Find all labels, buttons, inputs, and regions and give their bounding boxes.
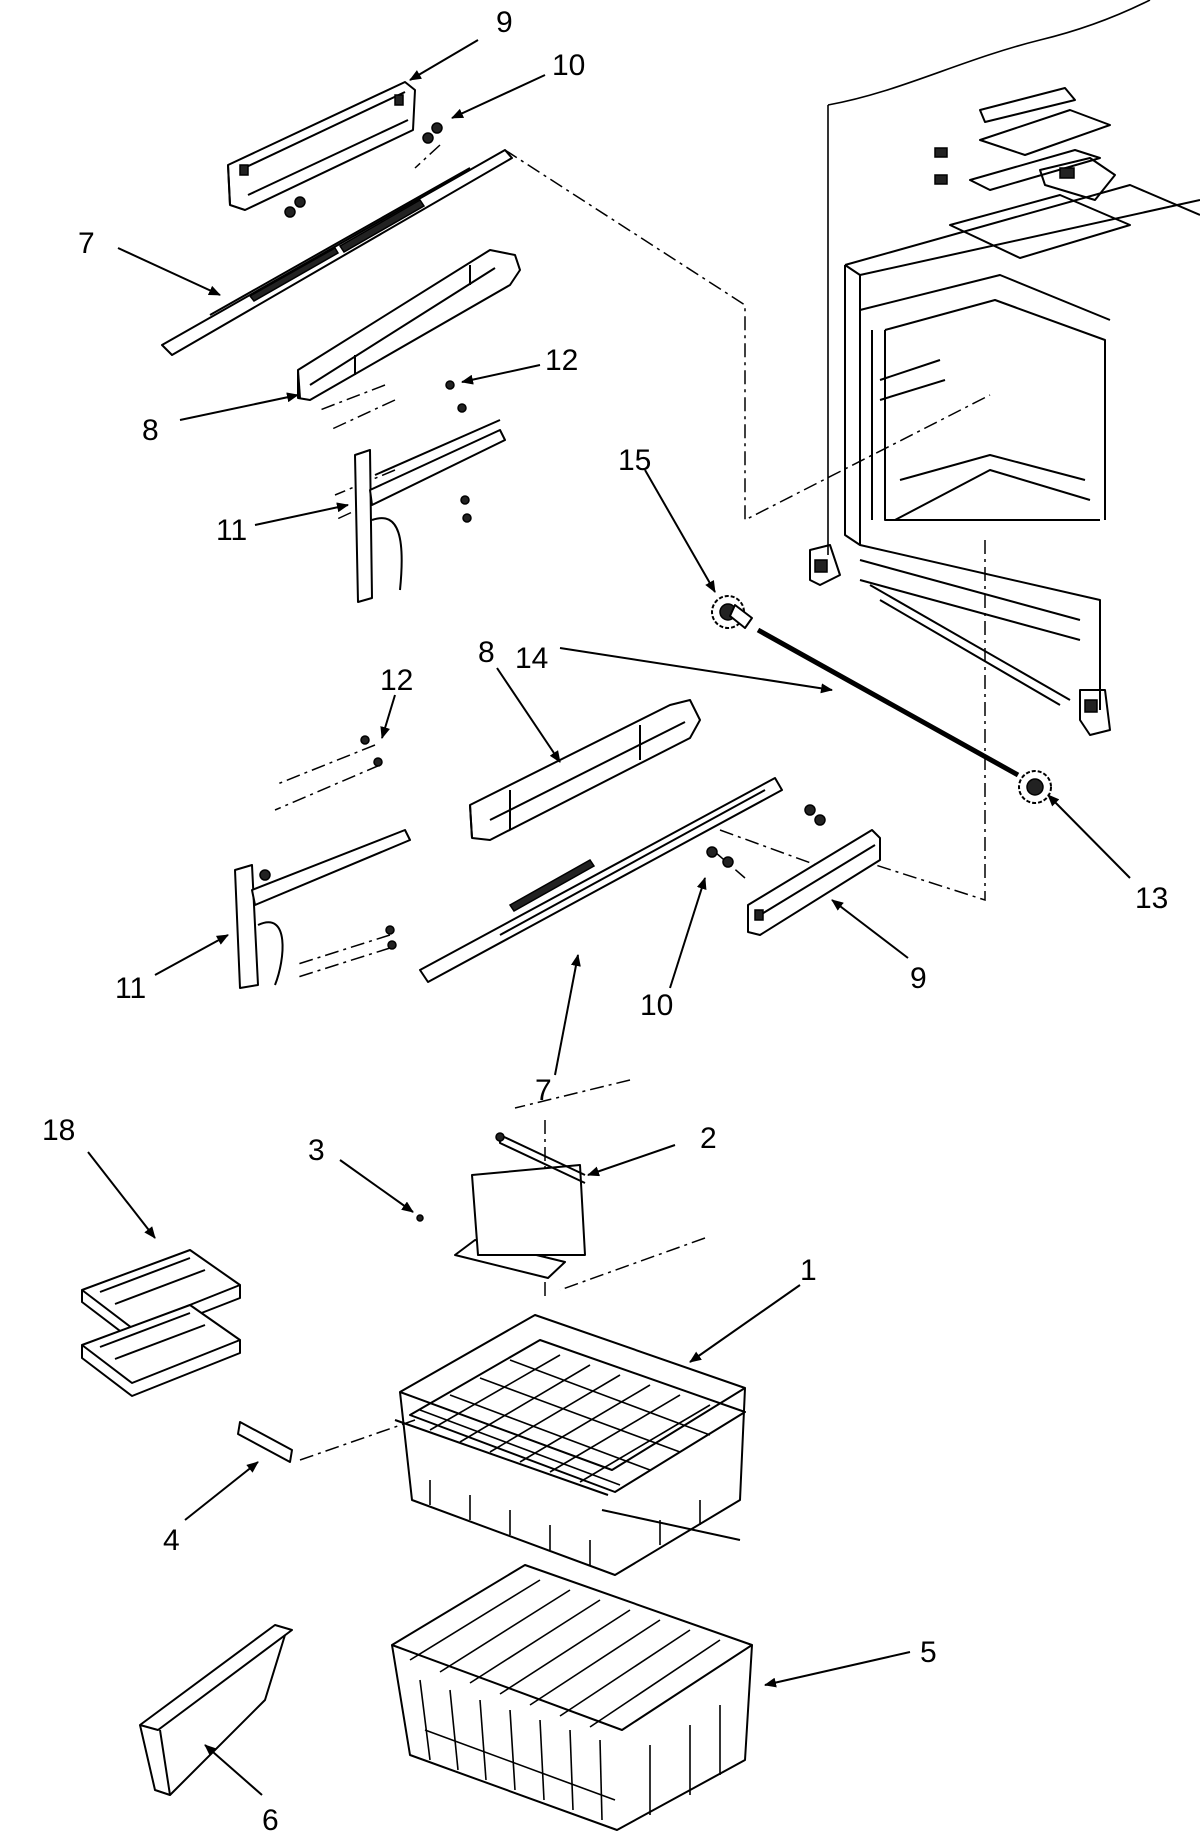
part-10-screws-lower	[706, 804, 826, 868]
callout-8-top: 8	[142, 414, 159, 447]
part-4-rod	[237, 1421, 293, 1463]
leader-lines	[87, 39, 1131, 1796]
part-13-gear	[1018, 770, 1052, 804]
callout-9-middle: 9	[910, 962, 927, 995]
callout-4: 4	[163, 1524, 180, 1557]
callout-10-middle: 10	[640, 989, 673, 1022]
callout-3: 3	[308, 1134, 325, 1167]
part-11-upper-bracket	[354, 419, 506, 603]
callout-12-middle: 12	[380, 664, 413, 697]
callout-labels: 9 10 7 8 12 11 15 8 14 12 13 9 10 11 7 1…	[42, 6, 1168, 1837]
callout-14: 14	[515, 642, 548, 675]
callout-18: 18	[42, 1114, 75, 1147]
part-7-lower-rail	[419, 777, 783, 983]
part-1-upper-basket	[394, 1314, 746, 1576]
callout-1: 1	[800, 1254, 817, 1287]
part-9-upper-support	[227, 81, 416, 211]
callout-7-middle: 7	[535, 1074, 552, 1107]
part-12-screws-lower	[360, 735, 397, 950]
callout-10-top: 10	[552, 49, 585, 82]
callout-15: 15	[618, 444, 651, 477]
freezer-cabinet	[809, 0, 1200, 736]
part-11-lower-bracket	[234, 829, 411, 989]
part-14-shaft	[756, 627, 1020, 778]
part-18-ice-trays	[81, 1249, 241, 1397]
part-3-pin	[416, 1214, 424, 1222]
callout-2: 2	[700, 1122, 717, 1155]
part-12-screws-upper	[445, 380, 472, 523]
callout-5: 5	[920, 1636, 937, 1669]
callout-12-top: 12	[545, 344, 578, 377]
part-7-upper-rail	[161, 149, 513, 356]
part-9-lower-support	[747, 829, 881, 936]
part-6-divider	[139, 1624, 293, 1796]
callout-11-top: 11	[216, 514, 247, 547]
callout-8-middle: 8	[478, 636, 495, 669]
callout-7-top: 7	[78, 227, 95, 260]
callout-6: 6	[262, 1804, 279, 1837]
part-8-upper-slide	[297, 249, 521, 401]
part-5-lower-basket	[391, 1564, 753, 1831]
callout-13: 13	[1135, 882, 1168, 915]
part-2-divider	[454, 1132, 586, 1279]
callout-11-middle: 11	[115, 972, 146, 1005]
callout-9-top: 9	[496, 6, 513, 39]
part-10-screws-upper	[284, 122, 443, 218]
part-15-gear	[711, 595, 753, 629]
part-8-lower-slide	[469, 699, 701, 841]
